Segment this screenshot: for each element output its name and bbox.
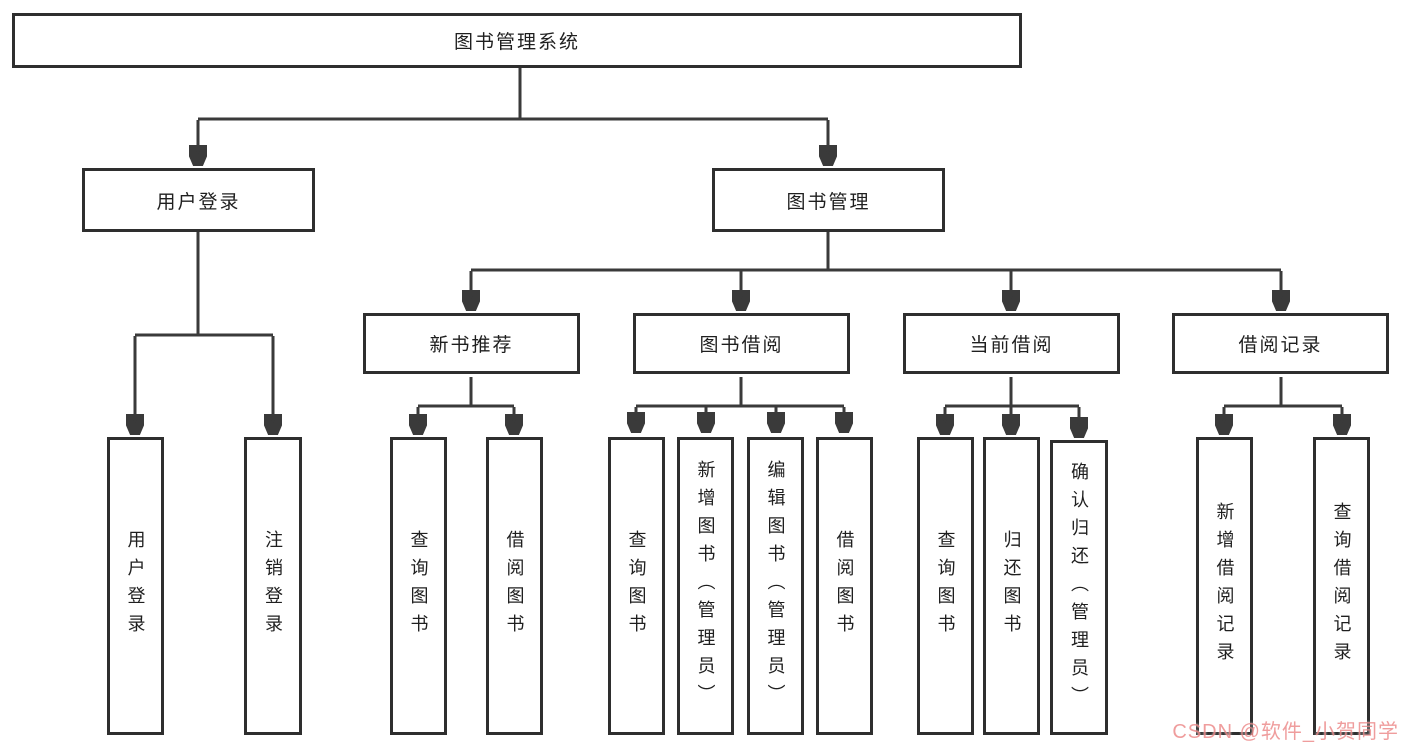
node-current-borrowing: 当前借阅 <box>903 313 1120 374</box>
connector-book-management <box>471 232 1281 272</box>
node-root-label: 图书管理系统 <box>453 32 580 53</box>
leaf-query-books: 查询图书 <box>390 437 447 735</box>
node-new-book-recommend: 新书推荐 <box>363 313 580 374</box>
leaf-query-books: 查询图书 <box>608 437 665 735</box>
connector-book-borrow <box>636 377 844 408</box>
leaf-label: 查询图书 <box>408 530 429 642</box>
connector-user-login <box>135 232 273 337</box>
leaf-logout: 注销登录 <box>244 437 302 735</box>
node-current-borrowing-label: 当前借阅 <box>969 335 1054 356</box>
leaf-query-books: 查询图书 <box>917 437 974 735</box>
leaf-label: 查询图书 <box>935 530 956 642</box>
csdn-watermark: CSDN @软件_小贺同学 <box>1172 721 1399 743</box>
leaf-confirm-return-admin: 确认归还（管理员） <box>1050 440 1108 735</box>
leaf-label: 新增图书（管理员） <box>695 460 716 712</box>
leaf-return-books: 归还图书 <box>983 437 1040 735</box>
leaf-label: 确认归还（管理员） <box>1069 461 1089 714</box>
leaf-borrow-books: 借阅图书 <box>816 437 873 735</box>
leaf-borrow-books: 借阅图书 <box>486 437 543 735</box>
leaf-label: 查询图书 <box>626 530 647 642</box>
leaf-add-borrow-record: 新增借阅记录 <box>1196 437 1253 735</box>
node-user-login: 用户登录 <box>82 168 315 232</box>
leaf-label: 新增借阅记录 <box>1214 502 1235 670</box>
connector-borrow-record <box>1224 377 1342 408</box>
leaf-label: 归还图书 <box>1001 530 1022 642</box>
leaf-add-books-admin: 新增图书（管理员） <box>677 437 734 735</box>
node-borrowing-record: 借阅记录 <box>1172 313 1389 374</box>
node-borrowing-record-label: 借阅记录 <box>1238 335 1323 356</box>
leaf-logout-label: 注销登录 <box>263 530 283 642</box>
leaf-label: 编辑图书（管理员） <box>765 460 786 712</box>
leaf-query-borrow-record: 查询借阅记录 <box>1313 437 1370 735</box>
leaf-label: 借阅图书 <box>834 530 855 642</box>
node-new-book-recommend-label: 新书推荐 <box>429 335 514 356</box>
leaf-label: 查询借阅记录 <box>1331 502 1352 670</box>
node-book-management: 图书管理 <box>712 168 945 232</box>
node-root: 图书管理系统 <box>12 13 1022 68</box>
connector-new-book <box>418 377 514 408</box>
node-book-borrowing-label: 图书借阅 <box>699 335 784 356</box>
leaf-user-login-label: 用户登录 <box>125 530 146 642</box>
connector-root <box>198 68 828 121</box>
connector-current-borrow <box>945 377 1079 408</box>
leaf-label: 借阅图书 <box>504 530 525 642</box>
node-user-login-label: 用户登录 <box>156 191 241 213</box>
node-book-borrowing: 图书借阅 <box>633 313 850 374</box>
node-book-management-label: 图书管理 <box>786 191 871 213</box>
leaf-user-login: 用户登录 <box>107 437 164 735</box>
leaf-edit-books-admin: 编辑图书（管理员） <box>747 437 804 735</box>
